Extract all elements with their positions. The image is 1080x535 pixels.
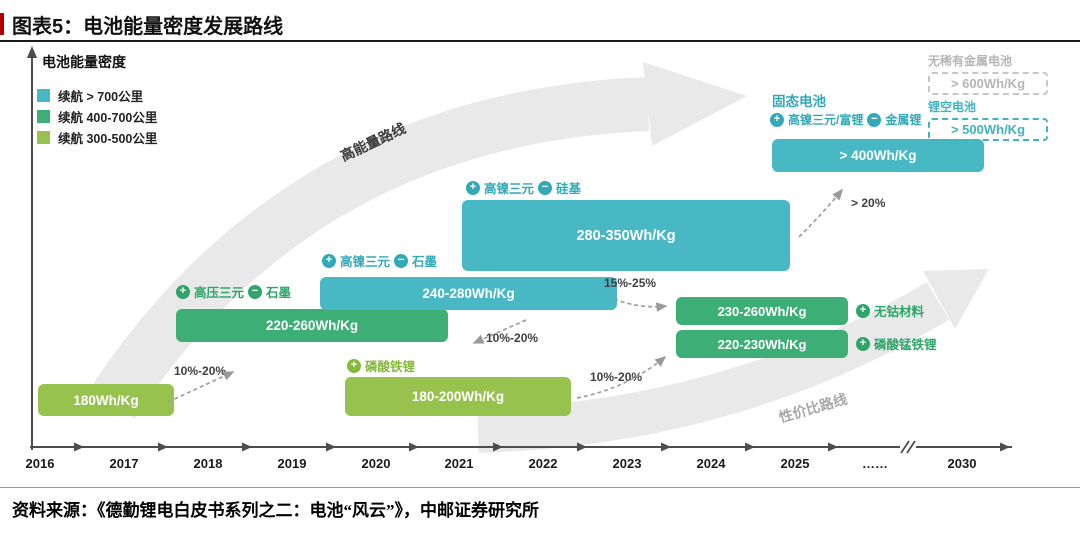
growth-rate-label: > 20% (851, 196, 886, 210)
x-axis-arrowhead (828, 442, 838, 452)
x-axis-arrowhead (577, 442, 587, 452)
x-axis-arrowhead (74, 442, 84, 452)
legend-item: 续航 400-700公里 (37, 106, 157, 127)
plus-icon: + (347, 358, 361, 373)
solid-state-battery-label: 固态电池 (772, 94, 826, 109)
title-accent-bar (0, 13, 4, 35)
x-axis-arrowhead (661, 442, 671, 452)
source-note: 资料来源：《德勤锂电白皮书系列之二：电池“风云”》，中邮证券研究所 (12, 501, 539, 520)
cathode-label: 高镍三元 (484, 182, 535, 196)
x-tick-2025: 2025 (780, 456, 810, 471)
cathode-label: 无钴材料 (874, 305, 925, 319)
annotation-lmfp: + 磷酸锰铁锂 (856, 334, 937, 353)
y-axis-label: 电池能量密度 (42, 54, 126, 70)
plus-icon: + (856, 303, 870, 318)
x-axis-arrowhead (409, 442, 419, 452)
annotation-280-350: + 高镍三元 − 硅基 (466, 178, 581, 197)
plus-icon: + (176, 284, 190, 299)
growth-rate-label: 10%-20% (174, 364, 227, 378)
figure-title: 图表5：电池能量密度发展路线 (12, 16, 284, 38)
x-tick-2021: 2021 (444, 456, 474, 471)
growth-rate-label: 10%-20% (590, 370, 643, 384)
x-tick-2030: 2030 (947, 456, 977, 471)
x-tick-2023: 2023 (612, 456, 642, 471)
annotation-over-400: + 高镍三元/富锂 − 金属锂 (770, 111, 921, 128)
minus-icon: − (394, 253, 409, 268)
x-axis-arrowhead (242, 442, 252, 452)
minus-icon: − (248, 284, 263, 299)
x-tick-2020: 2020 (361, 456, 391, 471)
cost-route-label: 性价比路线 (777, 390, 849, 426)
cathode-label: 高镍三元/富锂 (788, 113, 864, 127)
growth-arrow (798, 188, 844, 238)
cathode-label: 高镍三元 (340, 255, 391, 269)
minus-icon: − (867, 112, 882, 127)
x-tick-2024: 2024 (696, 456, 726, 471)
anode-label: 硅基 (556, 182, 582, 196)
axis-break-slash (906, 440, 916, 454)
axis-break-slash (900, 440, 910, 454)
legend-item: 续航 300-500公里 (37, 127, 157, 148)
bar-280-350wh: 280-350Wh/Kg (462, 200, 790, 271)
legend-label: 续航 400-700公里 (58, 111, 158, 125)
legend-swatch-teal (37, 89, 50, 102)
axis-break-gap (900, 439, 916, 455)
x-tick-2022: 2022 (528, 456, 558, 471)
anode-label: 金属锂 (885, 113, 922, 127)
bar-180-200wh: 180-200Wh/Kg (345, 377, 571, 416)
x-tick-2016: 2016 (25, 456, 55, 471)
annotation-cobalt-free: + 无钴材料 (856, 301, 924, 320)
no-rare-metal-battery-value: > 600Wh/Kg (928, 72, 1048, 95)
future-tech-panel: 无稀有金属电池 > 600Wh/Kg 锂空电池 > 500Wh/Kg (928, 52, 1048, 141)
plus-icon: + (856, 336, 870, 351)
x-axis-arrowhead (1000, 442, 1010, 452)
x-axis-arrowhead (493, 442, 503, 452)
bar-220-260wh: 220-260Wh/Kg (176, 309, 448, 342)
high-energy-route-arrowhead (643, 62, 747, 146)
footer-divider (0, 487, 1080, 488)
annotation-lfp: + 磷酸铁锂 (347, 356, 415, 375)
bar-220-230wh: 220-230Wh/Kg (676, 330, 848, 358)
x-axis-arrowhead (745, 442, 755, 452)
x-tick-2019: 2019 (277, 456, 307, 471)
plus-icon: + (466, 180, 480, 195)
lithium-air-battery-value: > 500Wh/Kg (928, 118, 1048, 141)
lithium-air-battery-label: 锂空电池 (928, 100, 977, 114)
no-rare-metal-battery-label: 无稀有金属电池 (928, 54, 1013, 68)
x-tick-2018: 2018 (193, 456, 223, 471)
plus-icon: + (770, 112, 784, 127)
x-axis-arrowhead (326, 442, 336, 452)
cathode-label: 磷酸锰铁锂 (874, 338, 937, 352)
bar-230-260wh: 230-260Wh/Kg (676, 297, 848, 325)
bar-over-400wh: > 400Wh/Kg (772, 139, 984, 172)
plus-icon: + (322, 253, 336, 268)
x-tick-ellipsis: …… (862, 456, 888, 471)
growth-rate-label: 10%-20% (486, 331, 539, 345)
cost-route-arrowhead (923, 269, 989, 329)
x-tick-2017: 2017 (109, 456, 139, 471)
legend-label: 续航 300-500公里 (58, 132, 158, 146)
legend: 续航 > 700公里 续航 400-700公里 续航 300-500公里 (37, 85, 157, 148)
anode-label: 石墨 (266, 286, 292, 300)
legend-swatch-green (37, 110, 50, 123)
bar-240-280wh: 240-280Wh/Kg (320, 277, 617, 310)
growth-rate-label: 15%-25% (604, 276, 657, 290)
cathode-label: 磷酸铁锂 (365, 360, 416, 374)
cathode-label: 高压三元 (194, 286, 245, 300)
minus-icon: − (538, 180, 553, 195)
annotation-240-280: + 高镍三元 − 石墨 (322, 251, 437, 270)
legend-swatch-lightgreen (37, 131, 50, 144)
y-axis-arrowhead (27, 46, 37, 58)
growth-arrow (613, 298, 668, 312)
annotation-220-260: + 高压三元 − 石墨 (176, 282, 291, 301)
x-axis-arrowhead (158, 442, 168, 452)
legend-item: 续航 > 700公里 (37, 85, 157, 106)
title-divider (0, 40, 1080, 42)
legend-label: 续航 > 700公里 (58, 90, 144, 104)
anode-label: 石墨 (412, 255, 438, 269)
high-energy-route-label: 高能量路线 (337, 119, 409, 165)
bar-180wh: 180Wh/Kg (38, 384, 174, 416)
